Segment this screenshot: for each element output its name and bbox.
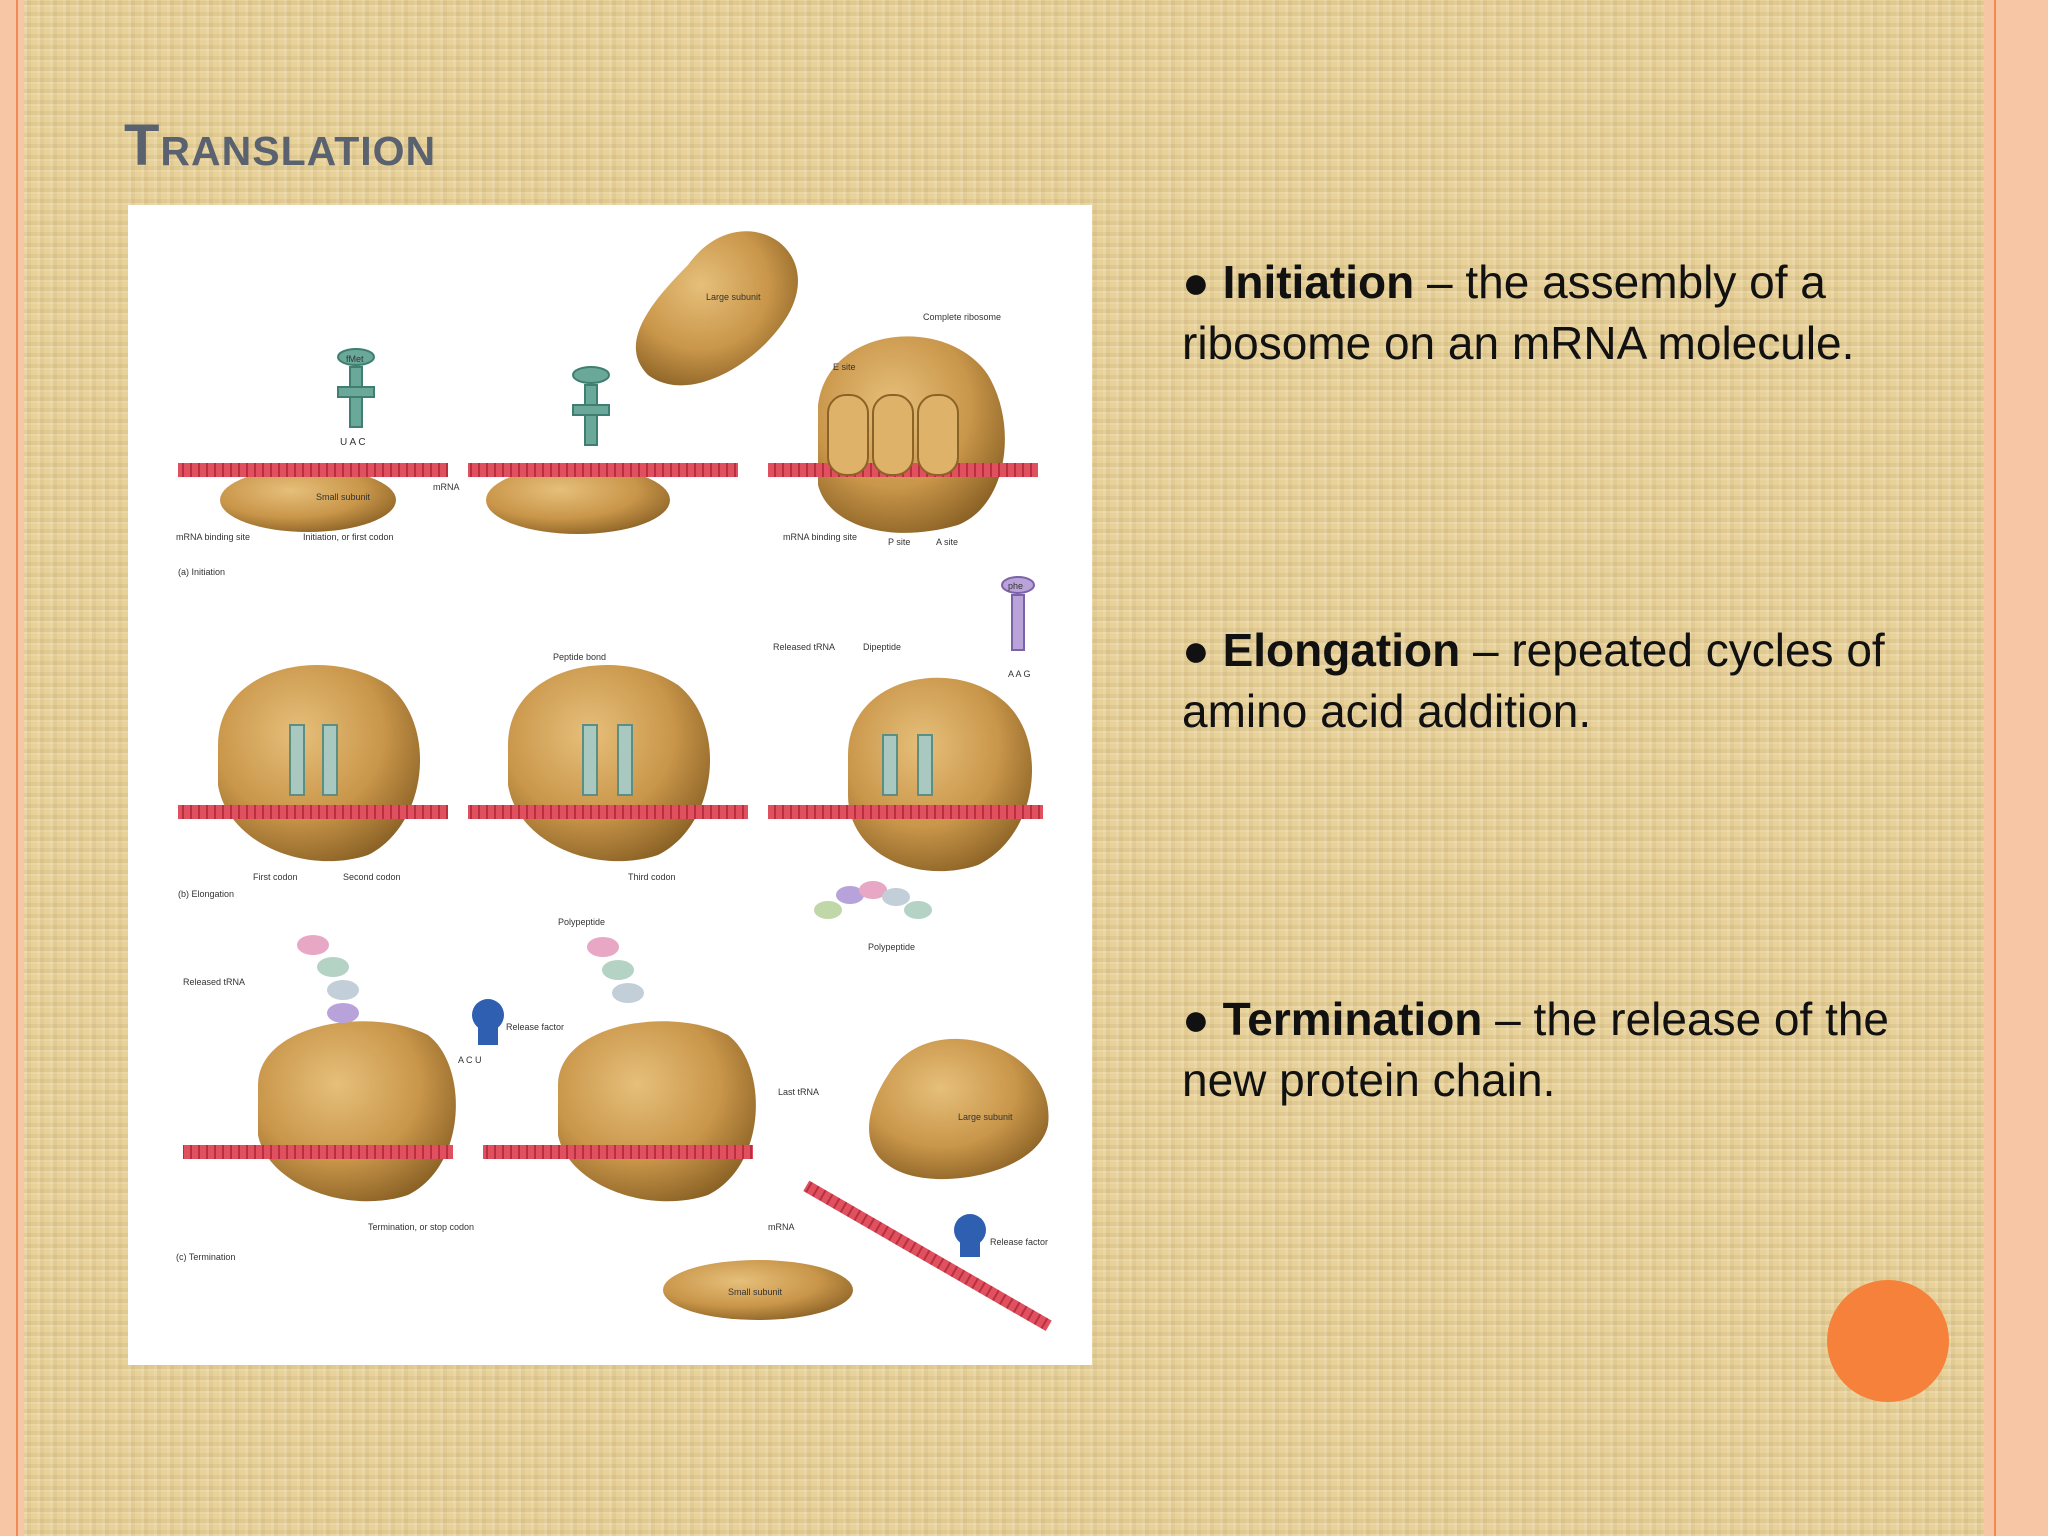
bullet-text: – the release of the new protein chain. — [1182, 993, 1890, 1106]
bullet-term: Elongation — [1222, 624, 1461, 676]
right-border-line — [1994, 0, 1996, 1536]
label-a-site: A site — [936, 537, 958, 547]
slide-title: Translation — [124, 113, 437, 178]
trna-fmet — [337, 348, 375, 428]
label-e-site: E site — [833, 362, 856, 372]
p-site-slot — [872, 394, 914, 476]
label-phe: phe — [1008, 581, 1023, 591]
mrna-strand-2 — [468, 463, 738, 477]
label-uac: U A C — [340, 437, 366, 448]
mrna-strand-5 — [468, 805, 748, 819]
translation-figure: fMet U A C Small subunit mRNA binding si… — [128, 205, 1092, 1365]
bullet-initiation: ● Initiation – the assembly of a ribosom… — [1182, 252, 1942, 374]
release-factor — [472, 999, 504, 1045]
translation-diagram: fMet U A C Small subunit mRNA binding si… — [176, 231, 1052, 1332]
bullet-elongation: ● Elongation – repeated cycles of amino … — [1182, 620, 1942, 742]
mrna-strand-8 — [483, 1145, 753, 1159]
trna-fmet-2 — [572, 366, 610, 446]
bullet-marker: ● — [1182, 624, 1210, 676]
label-mrna-2: mRNA — [768, 1222, 795, 1232]
label-release-factor: Release factor — [506, 1022, 564, 1032]
label-p-site: P site — [888, 537, 910, 547]
released-mrna — [803, 1180, 1052, 1332]
elongation-ribosome-1 — [218, 665, 421, 862]
bullet-term: Termination — [1222, 993, 1483, 1045]
release-factor-2 — [954, 1214, 986, 1257]
label-third-codon: Third codon — [628, 872, 676, 882]
label-acu: A C U — [458, 1055, 482, 1065]
released-large-subunit — [869, 1038, 1049, 1180]
label-large-subunit: Large subunit — [706, 292, 761, 302]
label-peptide-bond: Peptide bond — [553, 652, 606, 662]
label-last-trna: Last tRNA — [778, 1087, 819, 1097]
label-second-codon: Second codon — [343, 872, 401, 882]
label-first-codon: First codon — [253, 872, 298, 882]
bullet-marker: ● — [1182, 256, 1210, 308]
initiation-small-subunit-2 — [486, 466, 670, 534]
label-polypeptide-2: Polypeptide — [558, 917, 605, 927]
bullet-term: Initiation — [1222, 256, 1415, 308]
mrna-strand-4 — [178, 805, 448, 819]
panel-c-label: (c) Termination — [176, 1252, 235, 1262]
termination-ribosome-1 — [258, 1021, 456, 1202]
mrna-strand — [178, 463, 448, 477]
trna-pair-b2 — [582, 724, 633, 796]
termination-ribosome-2 — [558, 1021, 756, 1202]
panel-a-label: (a) Initiation — [178, 567, 225, 577]
polypeptide-chain — [297, 935, 359, 1023]
label-large-subunit-2: Large subunit — [958, 1112, 1013, 1122]
e-site-slot — [827, 394, 869, 476]
label-polypeptide: Polypeptide — [868, 942, 915, 952]
label-termination-codon: Termination, or stop codon — [368, 1222, 474, 1232]
label-fmet: fMet — [346, 354, 364, 364]
label-release-factor-2: Release factor — [990, 1237, 1048, 1247]
released-small-subunit — [663, 1260, 853, 1320]
bullet-termination: ● Termination – the release of the new p… — [1182, 989, 1942, 1111]
bullet-text: – repeated cycles of amino acid addition… — [1182, 624, 1885, 737]
label-complete-ribosome: Complete ribosome — [923, 312, 1001, 322]
mrna-strand-6 — [768, 805, 1043, 819]
released-polypeptide — [814, 881, 932, 919]
a-site-slot — [917, 394, 959, 476]
elongation-ribosome-3 — [848, 677, 1032, 872]
label-released-trna-2: Released tRNA — [183, 977, 245, 987]
mrna-strand-7 — [183, 1145, 453, 1159]
bullet-marker: ● — [1182, 993, 1210, 1045]
polypeptide-chain-2 — [587, 937, 644, 1003]
label-small-subunit: Small subunit — [316, 492, 371, 502]
trna-phe — [1001, 576, 1035, 651]
elongation-ribosome-2 — [508, 665, 711, 862]
large-subunit — [635, 231, 798, 386]
bullet-text: – the assembly of a ribosome on an mRNA … — [1182, 256, 1855, 369]
label-mrna-binding-site-2: mRNA binding site — [783, 532, 857, 542]
accent-circle — [1827, 1280, 1949, 1402]
label-released-trna: Released tRNA — [773, 642, 835, 652]
label-mrna: mRNA — [433, 482, 460, 492]
label-mrna-binding-site: mRNA binding site — [176, 532, 250, 542]
label-initiation-codon: Initiation, or first codon — [303, 532, 394, 542]
trna-pair-b1 — [289, 724, 338, 796]
label-small-subunit-2: Small subunit — [728, 1287, 783, 1297]
left-border-line — [16, 0, 18, 1536]
trna-pair-b3 — [882, 734, 933, 796]
label-dipeptide: Dipeptide — [863, 642, 901, 652]
label-aag: A A G — [1008, 669, 1031, 679]
initiation-small-subunit — [220, 468, 396, 532]
panel-b-label: (b) Elongation — [178, 889, 234, 899]
